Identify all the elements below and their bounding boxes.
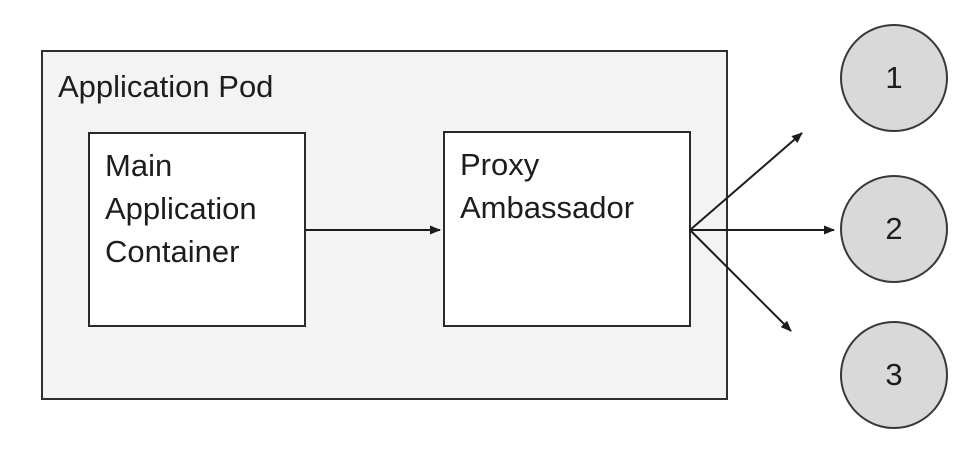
main-application-container-node: Main Application Container [88,132,306,327]
proxy-ambassador-node: Proxy Ambassador [443,131,691,327]
endpoint-2-label: 2 [885,211,903,246]
endpoint-1-label: 1 [885,60,903,95]
endpoint-3-label: 3 [885,357,903,392]
endpoint-2-node: 2 [840,175,948,283]
endpoint-1-node: 1 [840,24,948,132]
endpoint-3-node: 3 [840,321,948,429]
application-pod-label: Application Pod [58,69,274,104]
proxy-ambassador-label: Proxy Ambassador [460,147,635,225]
main-application-container-label: Main Application Container [105,148,257,269]
